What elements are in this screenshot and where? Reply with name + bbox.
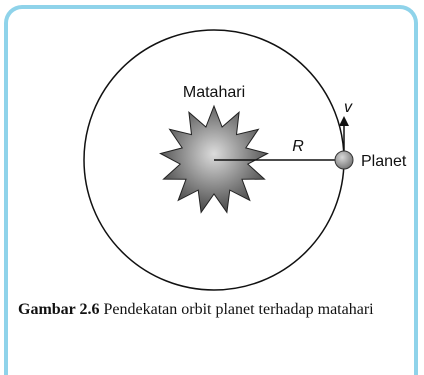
sun-icon [160, 106, 267, 212]
orbit-diagram: Matahari R v Planet [0, 0, 424, 300]
figure-caption: Gambar 2.6 Pendekatan orbit planet terha… [18, 300, 398, 320]
velocity-label: v [344, 99, 353, 116]
caption-label: Gambar 2.6 [18, 301, 99, 318]
radius-label: R [292, 138, 304, 155]
sun-label: Matahari [183, 84, 245, 101]
velocity-arrow-head [339, 116, 349, 126]
caption-text: Pendekatan orbit planet terhadap matahar… [103, 301, 373, 318]
planet-label: Planet [361, 153, 407, 170]
planet-icon [335, 151, 353, 169]
